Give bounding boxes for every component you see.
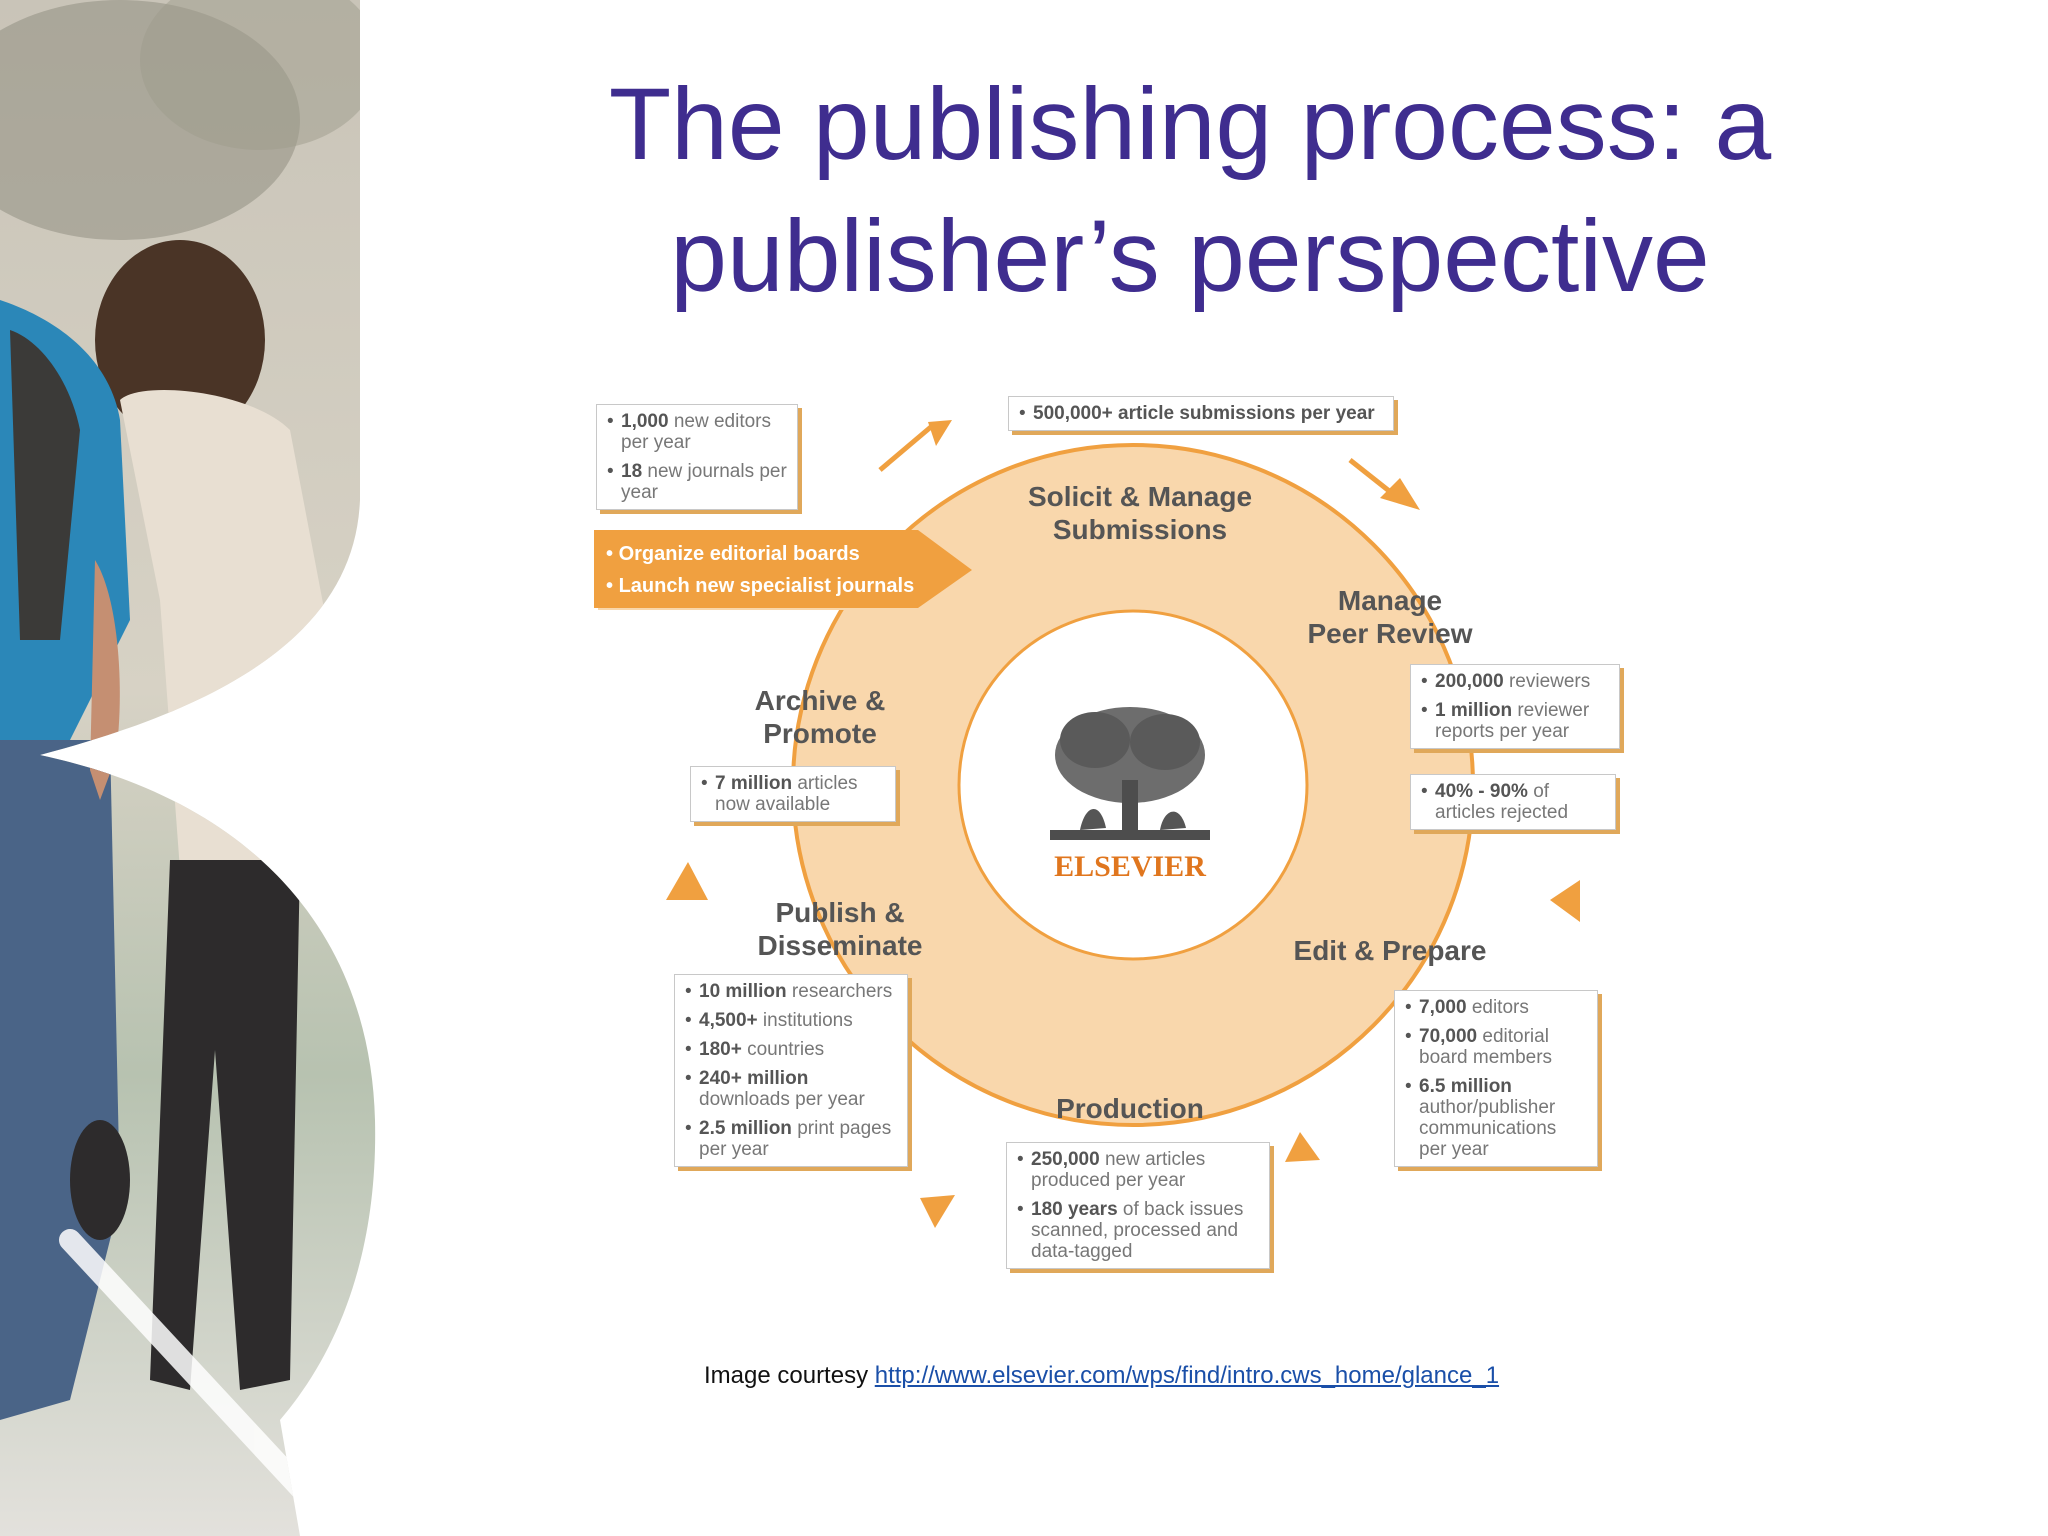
stat-label: new journals per year bbox=[621, 461, 787, 503]
stat-label: articles now available bbox=[715, 773, 858, 815]
reviewers-stats-box: 200,000 reviewers 1 million reviewer repo… bbox=[1410, 664, 1620, 749]
stat-label: print pages per year bbox=[699, 1118, 892, 1160]
stats-list: 7,000 editors 70,000 editorial board memb… bbox=[1405, 997, 1589, 1160]
stat-item: 180+ countries bbox=[685, 1039, 899, 1060]
stat-value: 7,000 bbox=[1419, 997, 1467, 1018]
stat-value: 1 million bbox=[1435, 700, 1513, 721]
title-line-1: The publishing process: a bbox=[608, 67, 1772, 181]
stat-value: 10 million bbox=[699, 981, 787, 1002]
stat-label: reviewers bbox=[1503, 671, 1591, 692]
stat-item: 240+ million downloads per year bbox=[685, 1068, 899, 1110]
stat-value: 6.5 million bbox=[1419, 1076, 1512, 1097]
stat-value: 7 million bbox=[715, 773, 793, 794]
stat-item: 7 million articles now available bbox=[701, 773, 887, 815]
stat-item: 6.5 million author/publisher communicati… bbox=[1405, 1076, 1589, 1160]
stage-publish: Publish & Disseminate bbox=[757, 897, 923, 961]
stat-value: 200,000 bbox=[1435, 671, 1504, 692]
publisher-wordmark: ELSEVIER bbox=[1054, 850, 1206, 883]
stage-archive: Archive & Promote bbox=[754, 685, 886, 749]
stat-value: 2.5 million bbox=[699, 1118, 792, 1139]
image-courtesy: Image courtesy http://www.elsevier.com/w… bbox=[704, 1362, 1499, 1390]
stat-item: 7,000 editors bbox=[1405, 997, 1589, 1018]
stage-peer-review: Manage Peer Review bbox=[1307, 585, 1473, 649]
archive-stats-box: 7 million articles now available bbox=[690, 766, 896, 822]
cycle-arrow-2-shaft bbox=[1348, 458, 1400, 500]
stat-value: 500,000+ article submissions per year bbox=[1033, 403, 1375, 424]
title-line-2: publisher’s perspective bbox=[670, 199, 1710, 313]
stat-item: 70,000 editorial board members bbox=[1405, 1026, 1589, 1068]
stat-item: 200,000 reviewers bbox=[1421, 671, 1611, 692]
stat-label: researchers bbox=[786, 981, 893, 1002]
editors-stats-box: 1,000 new editors per year 18 new journal… bbox=[596, 404, 798, 510]
stage-solicit: Solicit & Manage Submissions bbox=[1027, 481, 1253, 545]
decorative-photo-panel bbox=[0, 0, 376, 1536]
stat-label: editors bbox=[1466, 997, 1529, 1018]
stat-item: 40% - 90% of articles rejected bbox=[1421, 781, 1607, 823]
stage-edit-prepare: Edit & Prepare bbox=[1293, 935, 1487, 966]
stat-item: 10 million researchers bbox=[685, 981, 899, 1002]
stat-item: 2.5 million print pages per year bbox=[685, 1118, 899, 1160]
publisher-logo: ELSEVIER bbox=[1040, 700, 1220, 890]
banner-item: Organize editorial boards bbox=[606, 538, 914, 570]
stat-label: author/publisher communications per year bbox=[1419, 1097, 1557, 1160]
cycle-arrow-6 bbox=[666, 862, 708, 900]
editing-stats-box: 7,000 editors 70,000 editorial board memb… bbox=[1394, 990, 1598, 1167]
stat-label: of articles rejected bbox=[1435, 781, 1569, 823]
stats-list: 250,000 new articles produced per year 18… bbox=[1017, 1149, 1261, 1262]
stat-value: 1,000 bbox=[621, 411, 669, 432]
cycle-arrow-2 bbox=[1380, 478, 1420, 510]
submissions-stats-box: 500,000+ article submissions per year bbox=[1008, 396, 1394, 431]
stats-list: 10 million researchers 4,500+ institution… bbox=[685, 981, 899, 1160]
stat-value: 180+ bbox=[699, 1039, 742, 1060]
stats-list: 40% - 90% of articles rejected bbox=[1421, 781, 1607, 823]
stat-item: 500,000+ article submissions per year bbox=[1019, 403, 1385, 424]
stat-value: 4,500+ bbox=[699, 1010, 758, 1031]
cycle-arrow-1 bbox=[928, 420, 952, 446]
stats-list: 200,000 reviewers 1 million reviewer repo… bbox=[1421, 671, 1611, 742]
tree-of-knowledge-icon bbox=[1050, 707, 1210, 840]
stat-item: 250,000 new articles produced per year bbox=[1017, 1149, 1261, 1191]
stat-item: 1 million reviewer reports per year bbox=[1421, 700, 1611, 742]
rejection-stats-box: 40% - 90% of articles rejected bbox=[1410, 774, 1616, 830]
stat-label: editorial board members bbox=[1419, 1026, 1553, 1068]
stage-production: Production bbox=[1056, 1093, 1204, 1124]
cycle-arrow-5 bbox=[920, 1195, 955, 1228]
dissemination-stats-box: 10 million researchers 4,500+ institution… bbox=[674, 974, 908, 1167]
action-banner: Organize editorial boards Launch new spe… bbox=[594, 530, 984, 616]
stats-list: 7 million articles now available bbox=[701, 773, 887, 815]
stat-value: 240+ million bbox=[699, 1068, 809, 1089]
stat-value: 18 bbox=[621, 461, 643, 482]
stat-item: 180 years of back issues scanned, proces… bbox=[1017, 1199, 1261, 1262]
stat-label: downloads per year bbox=[699, 1089, 865, 1110]
courtesy-prefix: Image courtesy bbox=[704, 1362, 875, 1389]
stat-item: 1,000 new editors per year bbox=[607, 411, 789, 453]
stat-value: 40% - 90% bbox=[1435, 781, 1528, 802]
banner-item: Launch new specialist journals bbox=[606, 570, 915, 602]
stat-label: institutions bbox=[757, 1010, 853, 1031]
slide-title: The publishing process: a publisher’s pe… bbox=[540, 58, 1840, 322]
production-stats-box: 250,000 new articles produced per year 18… bbox=[1006, 1142, 1270, 1269]
stat-value: 180 years bbox=[1031, 1199, 1118, 1220]
stats-list: 500,000+ article submissions per year bbox=[1019, 403, 1385, 424]
stat-label: countries bbox=[741, 1039, 825, 1060]
stat-item: 18 new journals per year bbox=[607, 461, 789, 503]
stat-value: 70,000 bbox=[1419, 1026, 1478, 1047]
cycle-arrow-1-shaft bbox=[878, 424, 934, 472]
cycle-arrow-4 bbox=[1285, 1132, 1320, 1162]
stat-item: 4,500+ institutions bbox=[685, 1010, 899, 1031]
stat-label: reviewer reports per year bbox=[1435, 700, 1590, 742]
stats-list: 1,000 new editors per year 18 new journal… bbox=[607, 411, 789, 503]
cycle-arrow-3 bbox=[1550, 880, 1580, 922]
stat-label: new articles produced per year bbox=[1031, 1149, 1206, 1191]
action-banner-list: Organize editorial boards Launch new spe… bbox=[606, 538, 915, 602]
stat-label: new editors per year bbox=[621, 411, 771, 453]
courtesy-link[interactable]: http://www.elsevier.com/wps/find/intro.c… bbox=[874, 1362, 1500, 1389]
stat-value: 250,000 bbox=[1031, 1149, 1100, 1170]
stat-label: of back issues scanned, processed and da… bbox=[1031, 1199, 1244, 1262]
